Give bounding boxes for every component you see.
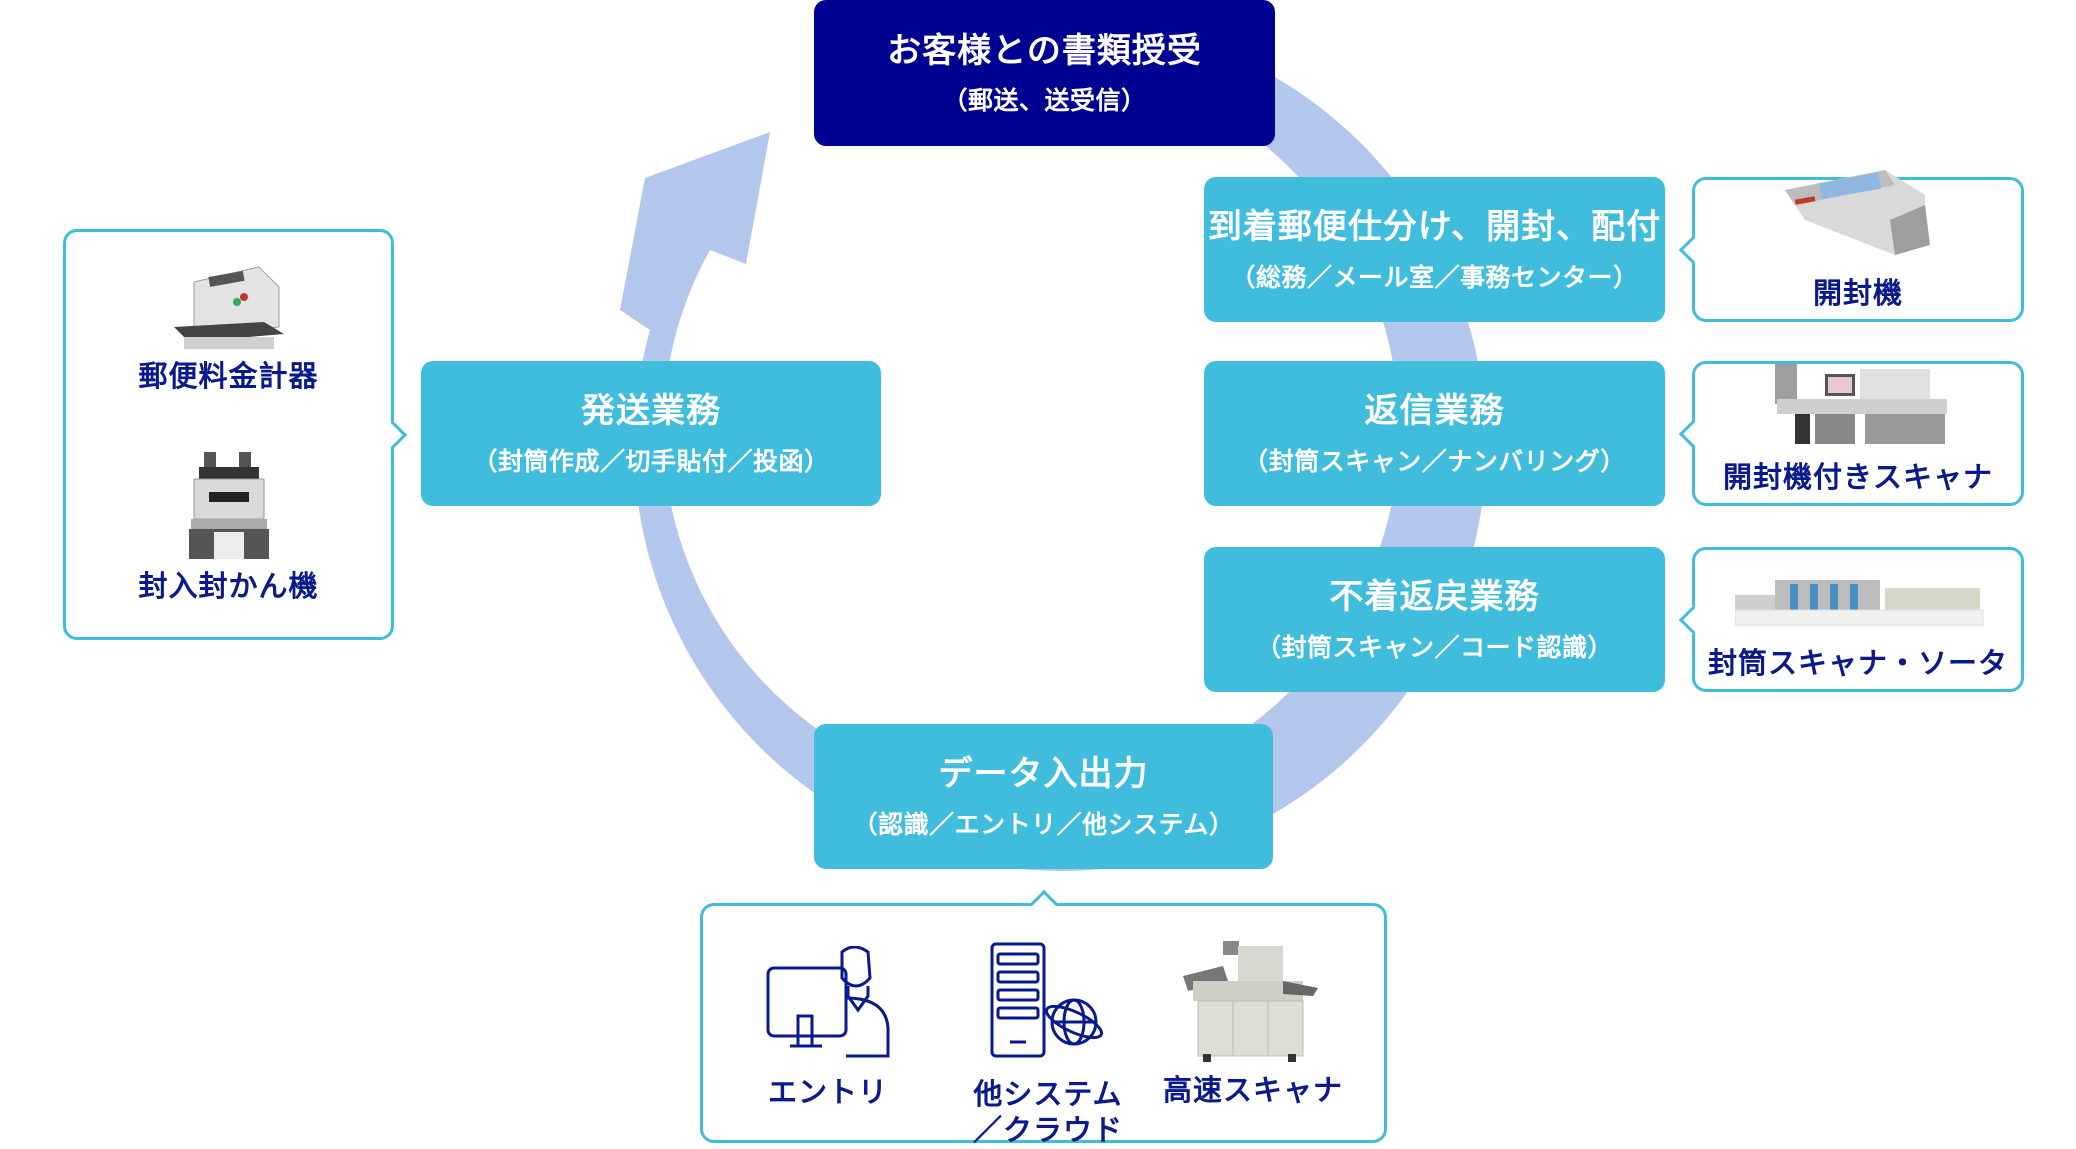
step-title: 発送業務 xyxy=(581,391,721,432)
callout-label: エントリ xyxy=(767,1075,888,1109)
callout-opener: 開封機 xyxy=(1678,170,2024,322)
callout-label-multiline: 他システム ／クラウド xyxy=(973,1076,1123,1149)
callout-label: 封筒スキャナ・ソータ xyxy=(1707,645,2008,680)
step-undeliverable-return-box: 不着返戻業務 （封筒スキャン／コード認識） xyxy=(1204,547,1665,692)
callout-label: 郵便料金計器 xyxy=(138,359,319,393)
step-subtitle: （封筒スキャン／コード認識） xyxy=(1255,632,1613,662)
postage-meter-machine-icon xyxy=(173,266,284,349)
step-title: 到着郵便仕分け、開封、配付 xyxy=(1207,207,1662,248)
step-shipping-box: 発送業務 （封筒作成／切手貼付／投函） xyxy=(421,361,881,506)
callout-label: 封入封かん機 xyxy=(138,569,319,603)
callout-data-equipment: エントリ 他システム ／クラウド xyxy=(700,889,1387,1147)
step-subtitle: （封筒スキャン／ナンバリング） xyxy=(1243,446,1626,476)
step-subtitle: （封筒作成／切手貼付／投函） xyxy=(472,446,830,476)
step-data-io-box: データ入出力 （認識／エントリ／他システム） xyxy=(814,724,1273,869)
callout-shipping-equipment: 郵便料金計器 封入封かん機 xyxy=(63,229,408,640)
step-subtitle: （総務／メール室／事務センター） xyxy=(1230,262,1639,292)
inserter-sealer-machine-icon xyxy=(188,452,269,559)
callout-label: 開封機付きスキャナ xyxy=(1722,459,1993,494)
envelope-opener-machine-icon xyxy=(1785,170,1930,255)
step-arrival-sorting-box: 到着郵便仕分け、開封、配付 （総務／メール室／事務センター） xyxy=(1204,177,1665,322)
callout-label: 開封機 xyxy=(1812,275,1903,310)
callout-opener-scanner: 開封機付きスキャナ xyxy=(1678,361,2024,506)
customer-document-exchange-subtitle: （郵送、送受信） xyxy=(942,86,1147,116)
customer-document-exchange-box: お客様との書類授受 （郵送、送受信） xyxy=(814,0,1275,146)
server-globe-icon xyxy=(990,942,1104,1058)
step-subtitle: （認識／エントリ／他システム） xyxy=(852,809,1235,839)
envelope-scanner-sorter-machine-icon xyxy=(1735,580,1984,626)
callout-label: 高速スキャナ xyxy=(1163,1073,1344,1107)
callout-envelope-scanner-sorter: 封筒スキャナ・ソータ xyxy=(1678,547,2024,692)
person-computer-icon xyxy=(766,946,890,1058)
step-title: データ入出力 xyxy=(938,754,1149,795)
opener-scanner-machine-icon xyxy=(1775,364,1947,444)
step-reply-box: 返信業務 （封筒スキャン／ナンバリング） xyxy=(1204,361,1665,506)
step-title: 不着返戻業務 xyxy=(1329,577,1540,618)
callout-label-line2: ／クラウド xyxy=(972,1113,1123,1148)
step-title: 返信業務 xyxy=(1364,391,1505,432)
high-speed-scanner-machine-icon xyxy=(1183,941,1318,1062)
customer-document-exchange-title: お客様との書類授受 xyxy=(887,30,1202,71)
callout-label-line1: 他システム xyxy=(973,1077,1123,1111)
